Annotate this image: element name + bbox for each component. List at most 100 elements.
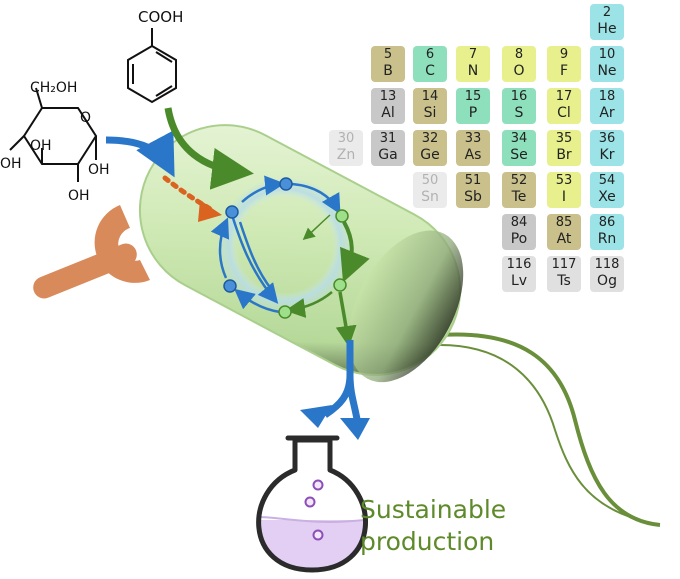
metabolite-node [335, 209, 349, 223]
element-number: 16 [510, 89, 528, 104]
element-symbol: Kr [599, 147, 615, 163]
element-symbol: Og [597, 273, 617, 289]
glucose-label-oh: OH [68, 188, 90, 204]
metabolite-node [223, 279, 237, 293]
cycle-arrow [340, 221, 370, 283]
engineered-arrowhead [198, 200, 222, 222]
glucose-label-oh: OH [30, 138, 52, 154]
element-number: 18 [598, 89, 616, 104]
glucose-label-ch2oh: CH₂OH [30, 80, 77, 96]
element-number: 13 [379, 89, 397, 104]
element-symbol: Xe [598, 189, 616, 205]
element-number: 36 [598, 131, 616, 146]
element-number: 85 [555, 215, 573, 230]
element-symbol: Si [423, 105, 437, 121]
element-symbol: He [597, 21, 617, 37]
element-number: 35 [555, 131, 573, 146]
element-symbol: Lv [510, 273, 528, 289]
element-symbol: Al [381, 105, 395, 121]
metabolic-cycle-ring [217, 177, 353, 313]
element-number: 14 [421, 89, 439, 104]
metabolic-cycle [210, 175, 370, 318]
element-number: 51 [464, 173, 482, 188]
cycle-arrow [291, 182, 341, 215]
element-number: 32 [421, 131, 439, 146]
caption-line-1: Sustainable [360, 495, 507, 524]
glucose-molecule [9, 87, 98, 182]
element-number: 31 [379, 131, 397, 146]
cycle-arrow [234, 288, 281, 314]
glucose-input-arrow [105, 130, 175, 178]
element-number: 86 [598, 215, 616, 230]
metabolite-node [333, 278, 347, 292]
element-number: 7 [468, 47, 478, 62]
element-symbol: O [513, 63, 525, 79]
element-symbol: Sb [464, 189, 482, 205]
cycle-arrow [285, 291, 333, 318]
flagellum [439, 332, 661, 527]
flagellum-strand [439, 344, 641, 521]
element-symbol: Se [510, 147, 528, 163]
element-symbol: As [464, 147, 482, 163]
cycle-arrow [302, 214, 331, 240]
element-symbol: F [559, 63, 569, 79]
element-symbol: B [383, 63, 393, 79]
element-symbol: P [468, 105, 478, 121]
element-number: 8 [514, 47, 524, 62]
benzoate-input-arrow [164, 107, 254, 190]
element-number: 2 [602, 5, 612, 20]
element-number: 53 [555, 173, 573, 188]
element-number: 54 [598, 173, 616, 188]
element-symbol: S [514, 105, 524, 121]
caption: Sustainable production [360, 494, 580, 558]
element-symbol: Zn [336, 147, 356, 163]
wrench-icon [33, 205, 150, 299]
cycle-arrow [241, 175, 285, 203]
glucose-label-oh: OH [0, 156, 22, 172]
element-number: 9 [559, 47, 569, 62]
element-number: 10 [598, 47, 616, 62]
metabolite-node [278, 305, 292, 319]
element-number: 117 [551, 257, 577, 272]
element-number: 6 [425, 47, 435, 62]
element-number: 33 [464, 131, 482, 146]
green-output-arrow [335, 291, 357, 347]
element-symbol: Ge [420, 147, 440, 163]
element-number: 52 [510, 173, 528, 188]
element-number: 34 [510, 131, 528, 146]
element-number: 84 [510, 215, 528, 230]
element-number: 50 [421, 173, 439, 188]
element-symbol: N [467, 63, 479, 79]
blue-arrowhead [340, 418, 370, 440]
cycle-arrow [230, 214, 279, 304]
cycle-arrow [210, 217, 230, 279]
element-number: 17 [555, 89, 573, 104]
element-number: 30 [337, 131, 355, 146]
element-symbol: I [561, 189, 567, 205]
benzoic-acid-molecule [127, 28, 177, 104]
element-symbol: Ar [599, 105, 615, 121]
element-symbol: Br [556, 147, 572, 163]
